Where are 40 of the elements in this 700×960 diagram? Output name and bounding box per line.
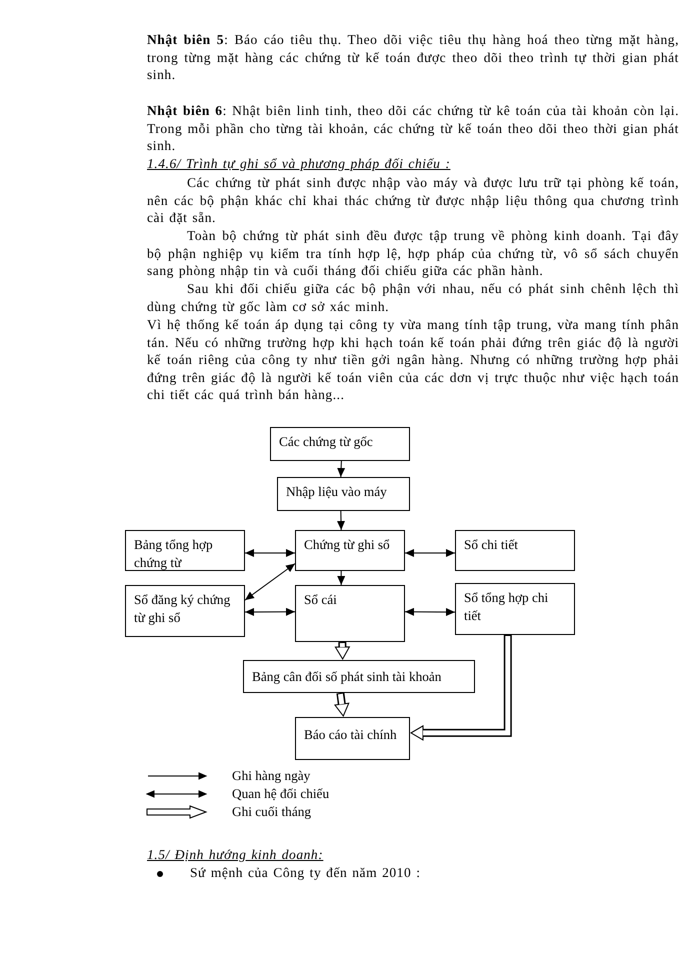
process-box [125,530,245,571]
process-box [455,583,575,635]
paragraph: Các chứng từ phát sinh được nhập vào máy và được lưu trữ tại phòng kế toán, nên các bộ phận khác chỉ khai thác chứng từ được nhập liệu thông qua chương trình cài đặt sẵn. [147,174,679,227]
paragraph: Sau khi đối chiếu giữa các bộ phận với nhau, nếu có phát sinh chênh lệch thì dùng chứng từ gốc làm cơ sở xác minh. [147,280,679,316]
box-text: Nhập liệu vào máy [286,483,388,501]
box-text: Sổ cái [304,591,338,609]
arrow [337,510,345,530]
process-box [243,660,475,693]
double-arrow [244,549,296,557]
process-box [455,530,575,571]
double-arrow [404,549,456,557]
box-text: Báo cáo tài chính [304,726,398,744]
section-heading: 1.5/ Định hướng kinh doanh: [147,846,324,864]
box-text: Sổ chi tiết [464,536,519,554]
process-box [295,585,405,642]
box-text: Bảng tổng hợp chứng từ [134,536,214,572]
process-box [295,717,410,760]
legend-label: Ghi hàng ngày [232,767,310,784]
box-text: Bảng cân đối số phát sinh tài khoản [252,668,442,686]
process-box [125,585,245,637]
paragraph: Vì hệ thống kế toán áp dụng tại công ty vừa mang tính tập trung, vừa mang tính phân tán. Nếu có những trường hợp khi hạch toán kế toán phải đứng trên giác độ là người kế toán riêng của công ty như tiền gởi ngân hàng. Nhưng có những trường hợp phải đứng trên giác độ là người kế toán viên của các dơn vị trực thuộc như việc hạch toán chi tiết các quá trình bán hàng... [147,316,679,404]
double-arrow [244,563,296,601]
paragraph: Toàn bộ chứng từ phát sinh đều được tập trung về phòng kinh doanh. Tại đây bộ phận nghiệp vụ kiểm tra tính hợp lệ, hợp pháp của chứng từ, vô sổ sách chuyển sang phòng nhập tin và cuối tháng đối chiếu giữa các phần hành. [147,227,679,280]
arrow [337,460,346,478]
box-text: Sổ đăng ký chứng từ ghi sổ [134,591,232,627]
process-box [270,427,410,461]
box-text: Sổ tổng hợp chi tiết [464,589,550,625]
box-text: Chứng từ ghi sổ [304,536,391,554]
legend-label: Ghi cuối tháng [232,803,312,820]
section-heading: 1.4.6/ Trình tự ghi sổ và phương pháp đối chiếu : [147,155,450,173]
process-box [295,530,405,571]
double-arrow [244,608,296,616]
paragraph: Nhật biên 6: Nhật biên linh tinh, theo dõi các chứng từ kê toán của tài khoản còn lại. Trong mỗi phần cho từng tài khoản, các chứng từ kế toán theo dõi theo thời gian phát sinh. [147,102,679,155]
box-text: Các chứng từ gốc [279,433,374,451]
arrow [337,570,346,586]
list-item: Sứ mệnh của Công ty đến năm 2010 : [190,864,420,882]
paragraph: Nhật biên 5: Báo cáo tiêu thụ. Theo dõi việc tiêu thụ hàng hoá theo từng mặt hàng, trong từng mặt hàng các chứng từ kế toán được theo dõi theo trình tự thời gian phát sinh. [147,31,679,84]
legend-label: Quan hệ đối chiếu [232,785,330,802]
double-arrow [404,608,456,616]
process-box [277,477,410,511]
